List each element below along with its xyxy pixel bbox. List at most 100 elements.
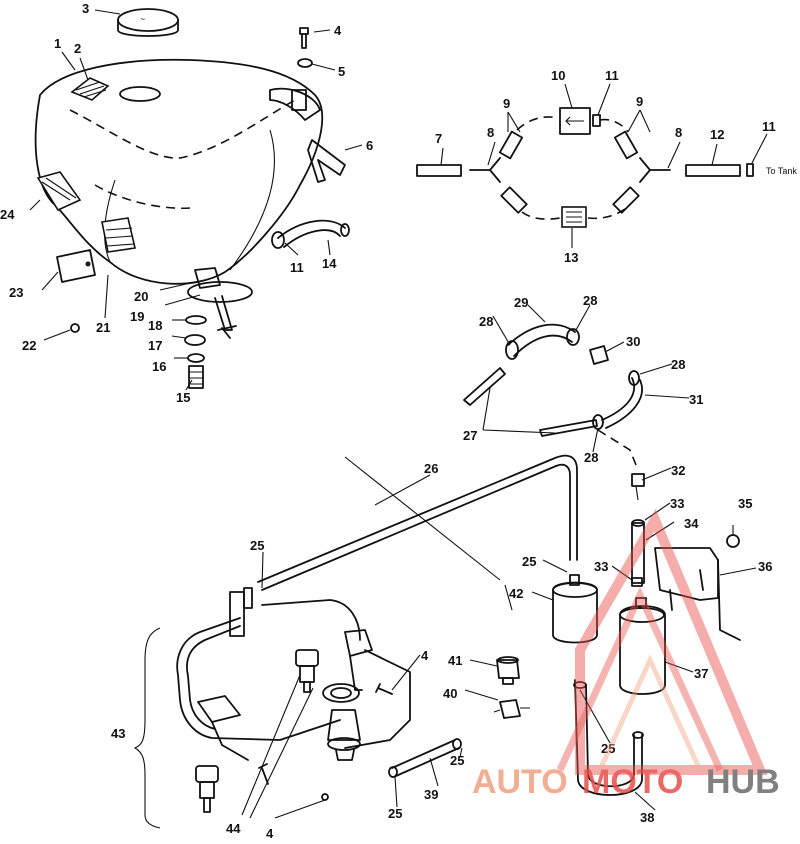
callout-28-d: 28 <box>584 450 598 465</box>
group-brace-43 <box>133 627 161 829</box>
callout-20: 20 <box>134 289 148 304</box>
hose-9-right-upper <box>613 130 639 160</box>
callout-7: 7 <box>435 131 442 146</box>
callout-14: 14 <box>322 256 337 271</box>
callout-11-hose: 11 <box>290 260 304 275</box>
clamp-28-b <box>566 328 580 346</box>
callout-19: 19 <box>130 309 144 324</box>
callout-36: 36 <box>758 559 772 574</box>
callout-44: 44 <box>226 821 241 836</box>
callout-5: 5 <box>338 64 345 79</box>
callout-15: 15 <box>176 390 190 405</box>
tank-emblem-grille <box>70 77 110 101</box>
clamp-28-a <box>505 340 519 360</box>
callout-8-left: 8 <box>487 125 494 140</box>
hose-39 <box>388 738 462 778</box>
vent-schematic: To Tank <box>416 107 797 228</box>
tube-27-b <box>539 419 598 437</box>
callout-9-right: 9 <box>636 94 643 109</box>
callout-33-top: 33 <box>670 496 684 511</box>
callout-43: 43 <box>111 726 125 741</box>
callout-25-hose39-right: 25 <box>450 753 464 768</box>
callout-25-hose39-left: 25 <box>388 806 402 821</box>
hose-7 <box>416 164 462 177</box>
callout-10: 10 <box>551 68 565 83</box>
pressure-regulator <box>327 709 361 761</box>
callout-24: 24 <box>0 207 15 222</box>
callout-40: 40 <box>443 686 457 701</box>
callout-8-right: 8 <box>675 125 682 140</box>
callout-21: 21 <box>96 320 110 335</box>
callout-1: 1 <box>54 36 61 51</box>
callout-42: 42 <box>509 586 523 601</box>
hose-assembly <box>463 323 643 466</box>
bracket-36 <box>654 547 741 641</box>
callout-11-top: 11 <box>605 68 619 83</box>
watermark-auto: AUTO <box>472 763 568 801</box>
fuel-rail-43 <box>176 599 411 749</box>
clip-11-top <box>592 114 601 127</box>
nut-35 <box>726 534 740 548</box>
bolt-4-top <box>299 27 309 49</box>
clamp-28-d <box>592 414 604 430</box>
clamp-25-a <box>573 681 587 689</box>
fuel-tank <box>34 58 324 285</box>
tank-mount-block <box>56 249 96 283</box>
callout-38: 38 <box>640 810 654 825</box>
callout-28-b: 28 <box>583 293 597 308</box>
fittings-40-41 <box>493 656 530 719</box>
rear-mount-bracket <box>269 87 346 183</box>
tube-27-a <box>463 367 506 406</box>
callout-31: 31 <box>689 392 703 407</box>
clamp-28-c <box>628 370 640 386</box>
petcock-assembly <box>184 267 253 389</box>
clamp-block-right <box>344 629 373 691</box>
callout-4-top: 4 <box>334 23 342 38</box>
callout-12: 12 <box>710 127 724 142</box>
bracket-25-post <box>229 587 253 637</box>
callout-25-hose38: 25 <box>601 741 615 756</box>
fittings-32-34 <box>631 473 645 587</box>
callout-30: 30 <box>626 334 640 349</box>
hose-12 <box>685 164 741 177</box>
callout-4-rail: 4 <box>421 648 429 663</box>
callout-33-lower: 33 <box>594 559 608 574</box>
callout-16: 16 <box>152 359 166 374</box>
clamp-block-left <box>197 695 249 761</box>
to-tank-note: To Tank <box>766 166 797 176</box>
callout-3: 3 <box>82 1 89 16</box>
callout-25-filter: 25 <box>522 554 536 569</box>
callout-25-top: 25 <box>250 538 264 553</box>
injector-44-top <box>295 649 319 693</box>
callout-22: 22 <box>22 338 36 353</box>
hose-9-left-upper <box>498 130 524 160</box>
callout-13: 13 <box>564 250 578 265</box>
callout-28-a: 28 <box>479 314 493 329</box>
seal-ring <box>322 683 360 703</box>
washer-5 <box>297 58 313 68</box>
callout-39: 39 <box>424 787 438 802</box>
callout-4-bottom: 4 <box>266 826 274 841</box>
hose-14 <box>271 219 350 249</box>
fuel-cap: ~ <box>117 8 179 37</box>
leader-lines <box>29 9 768 811</box>
clamp-25-d <box>452 738 462 750</box>
watermark-moto: MOTO <box>582 763 683 801</box>
callout-28-c: 28 <box>671 357 685 372</box>
fitting-30 <box>589 345 609 365</box>
clamp-25-b <box>632 731 644 739</box>
callout-26: 26 <box>424 461 438 476</box>
callout-6: 6 <box>366 138 373 153</box>
tee-8-left <box>469 157 501 183</box>
clamp-25-c <box>388 766 398 778</box>
callout-41: 41 <box>448 653 462 668</box>
automotohub-watermark: AUTO MOTO HUB <box>472 508 780 801</box>
callout-2: 2 <box>74 41 81 56</box>
hose-9-right-lower <box>612 186 640 214</box>
bolts-4-lower <box>258 683 393 801</box>
callout-27: 27 <box>463 428 477 443</box>
callout-labels: 1 2 3 4 5 6 7 8 9 10 11 9 8 12 11 13 11 … <box>0 1 776 841</box>
callout-34: 34 <box>684 516 699 531</box>
hose-38 <box>573 679 644 796</box>
